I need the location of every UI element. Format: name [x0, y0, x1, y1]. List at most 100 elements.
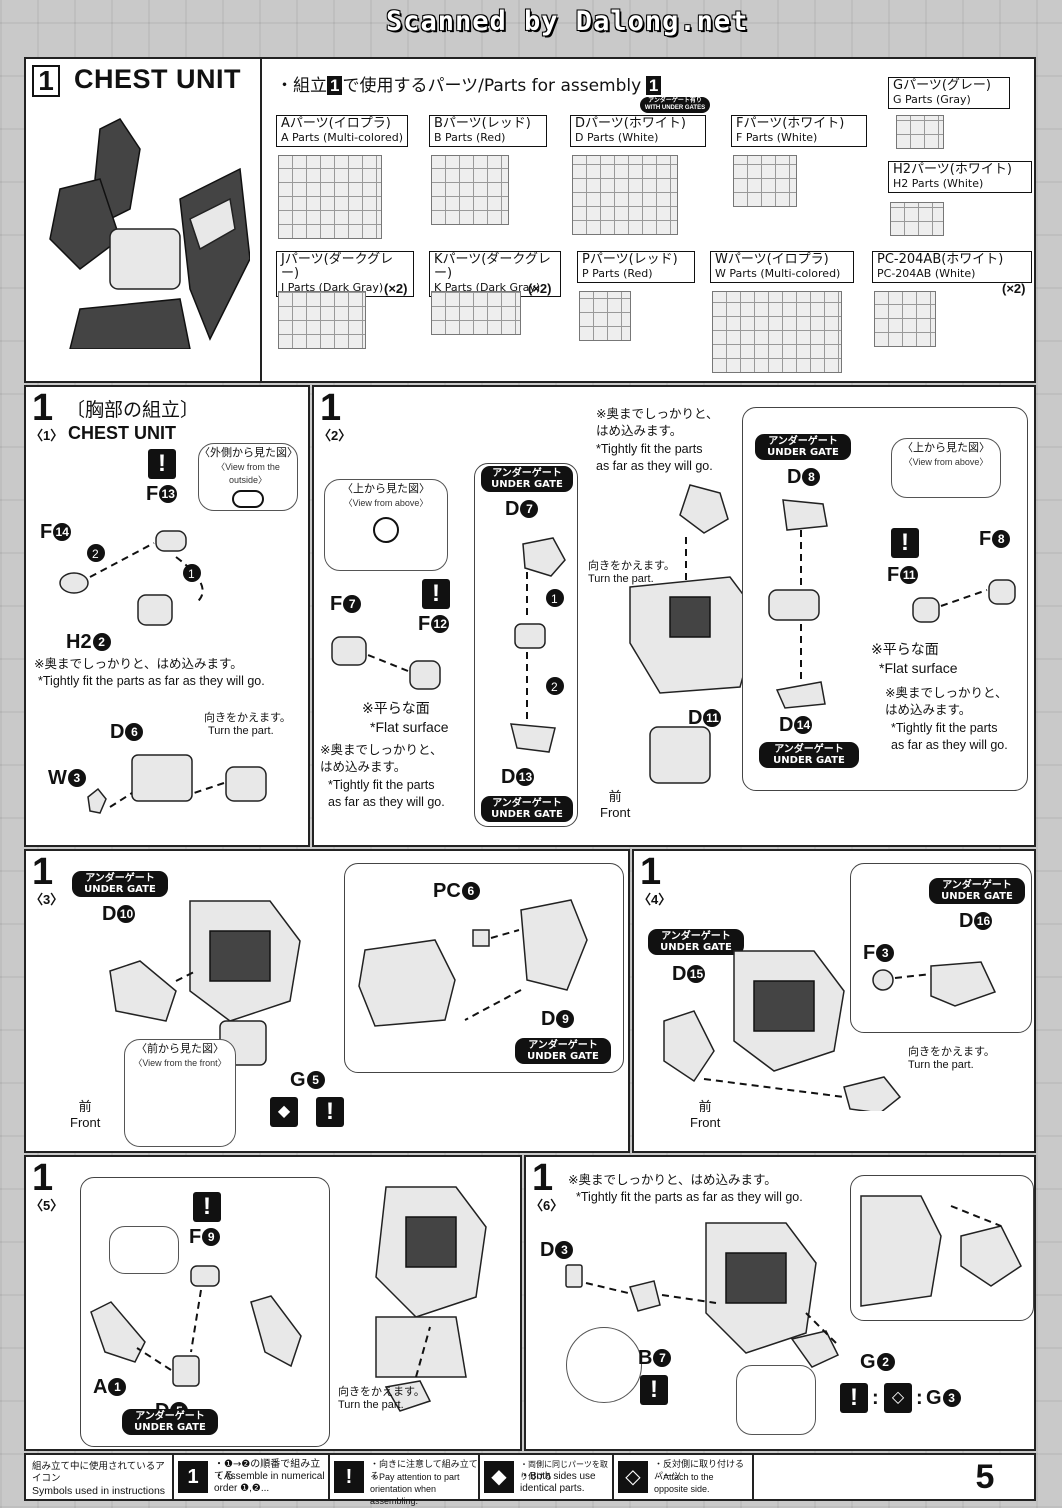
view-above-box: 〈上から見た図〉 〈View from above〉: [891, 438, 1001, 498]
both-sides-icon: ◆: [484, 1461, 514, 1493]
chest-unit-illustration: [49, 118, 250, 349]
f9-subassembly-inset: ! F9 A1 D5: [80, 1177, 330, 1447]
step-big-number: 1: [320, 387, 342, 429]
runner-a: [278, 155, 382, 239]
step2-main-assembly: [629, 484, 761, 784]
view-outside-box: 〈外側から見た図〉 〈View from the outside〉: [198, 443, 298, 511]
turn-note-en: Turn the part.: [588, 573, 654, 585]
step-big-number: 1: [32, 851, 54, 893]
step-big-number: 1: [32, 1157, 54, 1199]
page-title: CHEST UNIT: [74, 64, 241, 94]
runner-j: [278, 291, 366, 349]
step4-diagram-f3: [872, 961, 997, 1007]
turn-note-jp: 向きをかえます。: [588, 559, 675, 572]
step-big-number: 1: [532, 1157, 554, 1199]
substep-label: 〈4〉: [638, 892, 672, 907]
caution-icon: !: [334, 1461, 364, 1493]
opposite-side-icon: ◇: [884, 1383, 912, 1413]
parts-j-multiplier: (×2): [384, 281, 408, 296]
parts-tag-pc204ab: PC-204AB(ホワイト)PC-204AB (White): [872, 251, 1032, 283]
parts-tag-k: Kパーツ(ダークグレー)K Parts (Dark Gray): [429, 251, 561, 297]
step2-diagram-d8: [768, 499, 828, 709]
caution-icon: !: [316, 1097, 344, 1127]
substep-label: 〈2〉: [318, 428, 352, 443]
flat-surface-note-en: *Flat surface: [370, 719, 449, 735]
step6-diagram-inset: [860, 1195, 1022, 1307]
parts-tag-b: Bパーツ(レッド)B Parts (Red): [429, 115, 547, 147]
parts-tag-a: Aパーツ(イロプラ)A Parts (Multi-colored): [276, 115, 408, 147]
page-number: 5: [975, 1458, 995, 1496]
symbols-legend: 組み立て中に使用されているアイコン Symbols used in instru…: [24, 1453, 1036, 1506]
svg-text:1: 1: [188, 567, 195, 581]
step1-diagram-a: 2 1: [59, 530, 204, 626]
step2-diagram-f: [331, 636, 441, 690]
parts-k-multiplier: (×2): [528, 281, 552, 296]
turn-note-en: Turn the part.: [338, 1399, 404, 1411]
tight-fit-note-en: *Tightly fit the parts as far as they wi…: [576, 1190, 803, 1204]
caution-icon: !: [148, 449, 176, 479]
runner-pc204ab: [874, 291, 936, 347]
step-panel-1: 1 〈1〉 〔胸部の組立〕 CHEST UNIT 〈外側から見た図〉 〈View…: [24, 385, 310, 847]
view-above-box: 〈上から見た図〉 〈View from above〉: [324, 479, 448, 571]
tight-fit-note-jp: ※奥までしっかりと、はめ込みます。: [885, 685, 1008, 717]
runner-k: [431, 291, 521, 335]
detail-box: [736, 1365, 816, 1435]
legend-numeric-order: 1 ・❶→❷の順番で組み立てる ・Assemble in numerical o…: [174, 1455, 330, 1499]
tight-fit-note-jp: ※奥までしっかりと、はめ込みます。: [320, 742, 443, 774]
separator-colon: :: [872, 1387, 879, 1409]
step4-diagram-main: [663, 950, 902, 1111]
caution-icon: !: [640, 1375, 668, 1405]
detail-circle: [566, 1327, 642, 1403]
step2-diagram-d7: 1 2: [510, 537, 566, 753]
step-big-number: 1: [640, 851, 662, 893]
turn-note-jp: 向きをかえます。: [338, 1385, 425, 1398]
caution-icon: !: [840, 1383, 868, 1413]
step1-diagram-b: [87, 754, 267, 814]
numeric-order-icon: 1: [178, 1461, 208, 1493]
runner-f: [733, 155, 797, 207]
svg-text:2: 2: [92, 547, 99, 561]
tight-fit-note-jp: ※奥までしっかりと、はめ込みます。: [596, 406, 719, 438]
scan-watermark: Scanned by Dalong.net: [386, 6, 749, 37]
parts-tag-w: Wパーツ(イロプラ)W Parts (Multi-colored): [710, 251, 854, 283]
with-under-gates-badge: アンダーゲート有り WITH UNDER GATES: [640, 97, 710, 113]
svg-text:2: 2: [551, 680, 558, 694]
separator-colon: :: [916, 1387, 923, 1409]
substep-label: 〈3〉: [30, 892, 64, 907]
flat-surface-note-en: *Flat surface: [879, 660, 958, 676]
turn-note-jp: 向きをかえます。: [908, 1045, 995, 1058]
